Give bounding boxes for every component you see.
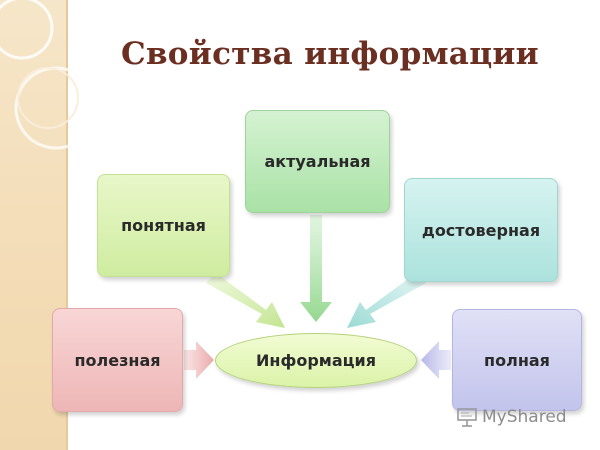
decor-circles (0, 0, 98, 150)
node-ponyatnaya: понятная (97, 174, 230, 277)
side-strip-border (66, 0, 68, 450)
arrow-diag-ponyatnaya (206, 273, 285, 328)
node-poleznaya: полезная (52, 308, 183, 412)
page-title: Свойства информации (121, 36, 539, 72)
watermark-text: MyShared (482, 407, 567, 427)
node-aktualnaya: актуальная (245, 110, 390, 213)
arrow-down-aktualnaya (300, 215, 332, 322)
node-polnaya: полная (452, 309, 582, 411)
presentation-board-icon (457, 408, 477, 427)
node-dostovernaya: достоверная (404, 178, 558, 282)
arrow-left-polnaya (421, 341, 451, 379)
watermark: MyShared (456, 403, 567, 431)
center-node-informatsiya: Информация (215, 333, 417, 388)
arrow-diag-dostovernaya (347, 273, 426, 328)
arrow-right-poleznaya (184, 341, 214, 379)
